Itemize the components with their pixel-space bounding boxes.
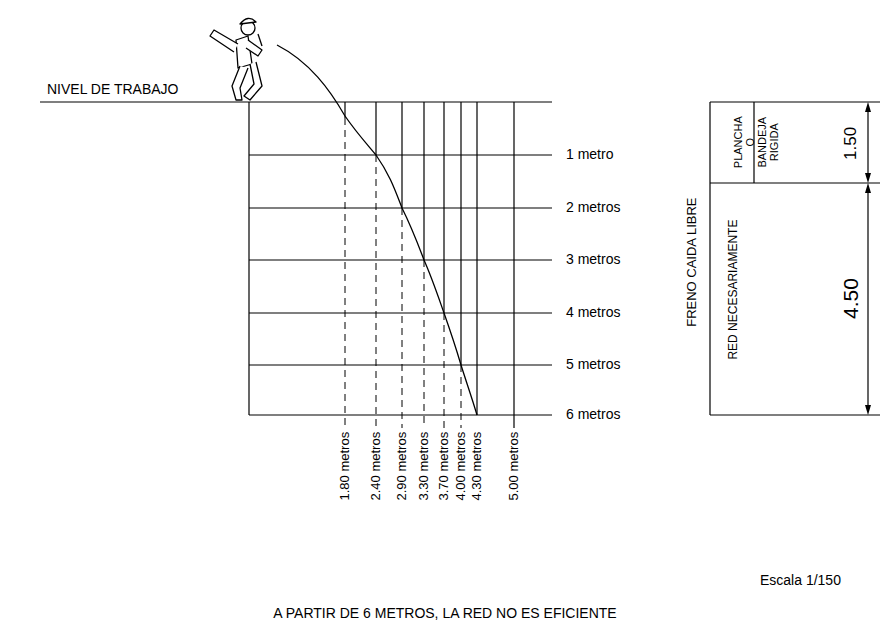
- distance-label: 5.00 metros: [507, 432, 521, 501]
- cell-text: PLANCHA O BANDEJA RIGIDA: [732, 111, 780, 173]
- distance-label: 4.00 metros: [454, 432, 468, 501]
- depth-label: 3 metros: [566, 252, 620, 267]
- dimension-label: 1.50: [843, 126, 862, 159]
- depth-label: 2 metros: [566, 200, 620, 215]
- distance-label: 2.90 metros: [395, 432, 409, 501]
- dimension-label: 4.50: [838, 279, 861, 320]
- depth-label: 4 metros: [566, 305, 620, 320]
- distance-label: 1.80 metros: [338, 432, 352, 501]
- scale-note: Escala 1/150: [760, 573, 841, 588]
- depth-label: 5 metros: [566, 357, 620, 372]
- distance-label: 2.40 metros: [369, 432, 383, 501]
- distance-label: 3.70 metros: [437, 432, 451, 501]
- footer-note: A PARTIR DE 6 METROS, LA RED NO ES EFICI…: [273, 606, 616, 621]
- level-label: NIVEL DE TRABAJO: [47, 82, 178, 97]
- depth-label: 1 metro: [566, 147, 613, 162]
- side-heading: FRENO CAIDA LIBRE: [685, 197, 699, 326]
- distance-label: 3.30 metros: [417, 432, 431, 501]
- distance-label: 4.30 metros: [470, 432, 484, 501]
- cell-text: RED NECESARIAMENTE: [727, 220, 740, 360]
- depth-label: 6 metros: [566, 407, 620, 422]
